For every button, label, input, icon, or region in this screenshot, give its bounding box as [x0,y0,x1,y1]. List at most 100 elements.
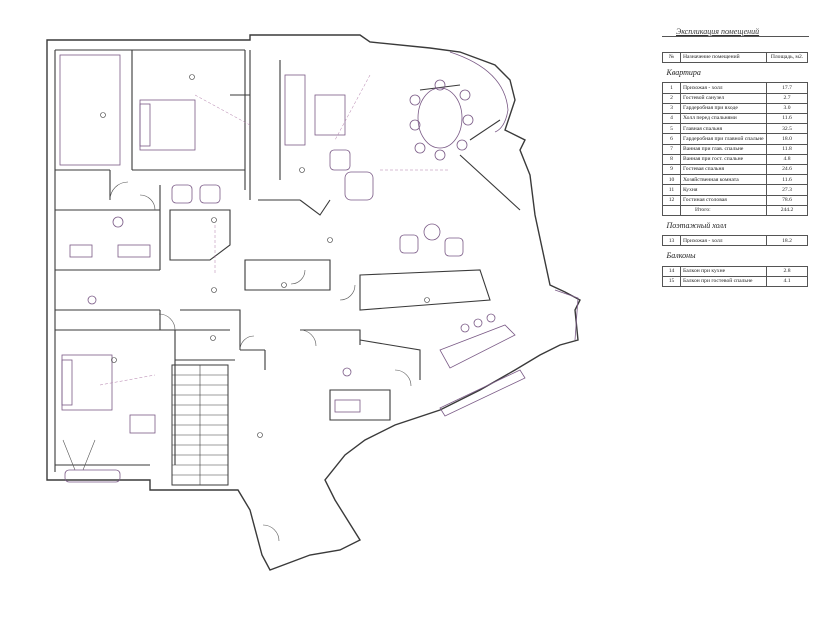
row-name: Ванная при гост. спальне [680,153,767,166]
outer-wall [46,34,581,571]
row-name: Холл перед спальнями [680,112,767,125]
row-num: 15 [662,275,681,288]
row-num: 5 [662,123,681,135]
section-title: Поэтажный холл [662,215,808,237]
coffee-table [314,94,346,136]
balcony-railing [554,289,579,341]
row-name: Кухня [680,184,767,196]
armchair [444,237,464,257]
ceiling-light [424,297,430,303]
row-name: Гостевой санузел [680,92,767,104]
total-spacer [662,204,681,217]
row-name: Ванная при глав. спальне [680,143,767,155]
row-num: 11 [662,184,681,196]
ceiling-light [211,287,217,293]
row-area: 3.0 [766,102,808,115]
table-header-row: № Назначение помещений Площадь, м2. [662,51,808,64]
section-title: Балконы [662,245,808,267]
row-num: 1 [662,82,681,94]
row-num: 10 [662,174,681,186]
header-area: Площадь, м2. [766,51,808,64]
section-title: Квартира [662,62,808,84]
guest-bed-pillow [61,359,73,406]
door-swing [394,369,412,387]
toilet [342,367,352,377]
ceiling-light [111,357,117,363]
row-num: 8 [662,153,681,166]
door-swing [62,439,96,471]
sink [117,244,151,258]
total-area: 244.2 [766,204,808,217]
row-num: 3 [662,102,681,115]
section-row: Балконы [662,245,808,267]
desk [129,414,156,434]
light-guide [99,74,450,386]
row-name: Главная спальня [680,123,767,135]
toilet [87,295,97,305]
armchair [344,171,374,201]
row-area: 24.6 [766,164,808,176]
kitchen-island [439,324,516,369]
section-row: Поэтажный холл [662,215,808,237]
row-name: Прихожая - холл [680,82,767,94]
row-area: 4.8 [766,153,808,166]
row-area: 4.1 [766,275,808,288]
ceiling-light [327,237,333,243]
explication-table: № Назначение помещений Площадь, м2. Квар… [662,51,808,288]
total-label: Итого: [680,204,767,217]
row-area: 11.6 [766,112,808,125]
main-bed-pillow [139,103,151,147]
row-area: 11.6 [766,174,808,186]
door-swing [158,313,176,331]
row-area: 17.7 [766,82,808,94]
door-swing [239,335,255,351]
row-num: 9 [662,164,681,176]
sofa [284,74,306,146]
header-num: № [662,51,681,64]
row-area: 78.6 [766,194,808,206]
row-area: 18.2 [766,235,808,247]
round-table [423,223,441,241]
section-row: Квартира [662,62,808,84]
row-name: Гостиная столовая [680,194,767,206]
ceiling-light [281,282,287,288]
ceiling-light [211,217,217,223]
row-num: 4 [662,112,681,125]
row-area: 2.7 [766,92,808,104]
armchair [171,184,193,204]
bar-stools [460,313,496,333]
row-area: 18.0 [766,133,808,145]
row-area: 2.8 [766,265,808,277]
ceiling-light [210,335,216,341]
row-name: Гардеробная при главной спальне [680,133,767,145]
main-bed [139,99,196,151]
title-underline [662,36,809,37]
kitchen-counter [439,369,526,417]
row-name: Гостевая спальня [680,164,767,176]
stair-treads [172,365,228,485]
row-area: 27.3 [766,184,808,196]
door-swing [262,524,280,542]
ceiling-light [100,112,106,118]
wardrobe [59,54,121,166]
inner-walls [54,49,521,472]
row-num: 2 [662,92,681,104]
row-name: Прихожая - холл [680,235,767,247]
ceiling-light [257,432,263,438]
row-area: 32.5 [766,123,808,135]
ceiling-light [299,167,305,173]
door-swing [299,329,317,347]
row-num: 7 [662,143,681,155]
row-num: 12 [662,194,681,206]
row-name: Гардеробная при входе [680,102,767,115]
